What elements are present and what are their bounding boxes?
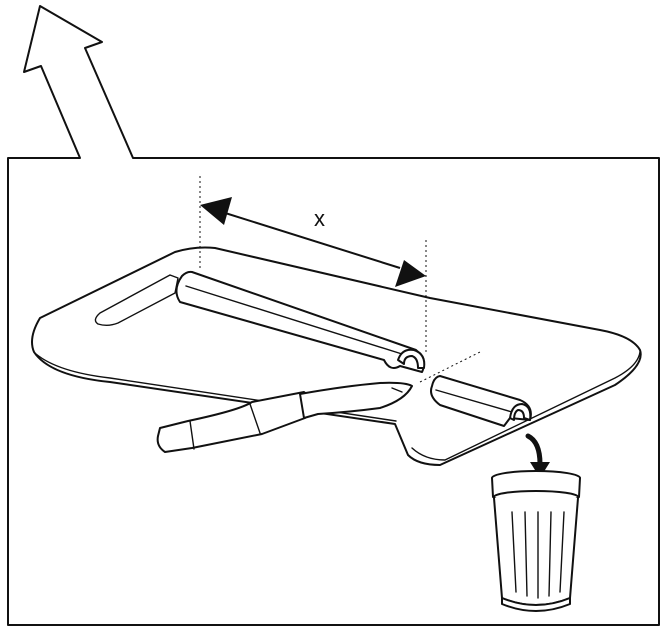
board-handle-slot — [94, 274, 179, 326]
discard-arrow-icon — [525, 433, 550, 478]
dimension-label: x — [314, 206, 325, 231]
dimension-arrow — [200, 197, 426, 287]
hose-long-piece — [175, 270, 426, 373]
knife-icon — [156, 381, 413, 453]
trash-can-icon — [491, 470, 581, 612]
panel-frame — [7, 5, 660, 626]
hose-cut-piece — [430, 375, 532, 427]
cutting-board — [31, 246, 642, 466]
cut-line — [419, 351, 481, 383]
